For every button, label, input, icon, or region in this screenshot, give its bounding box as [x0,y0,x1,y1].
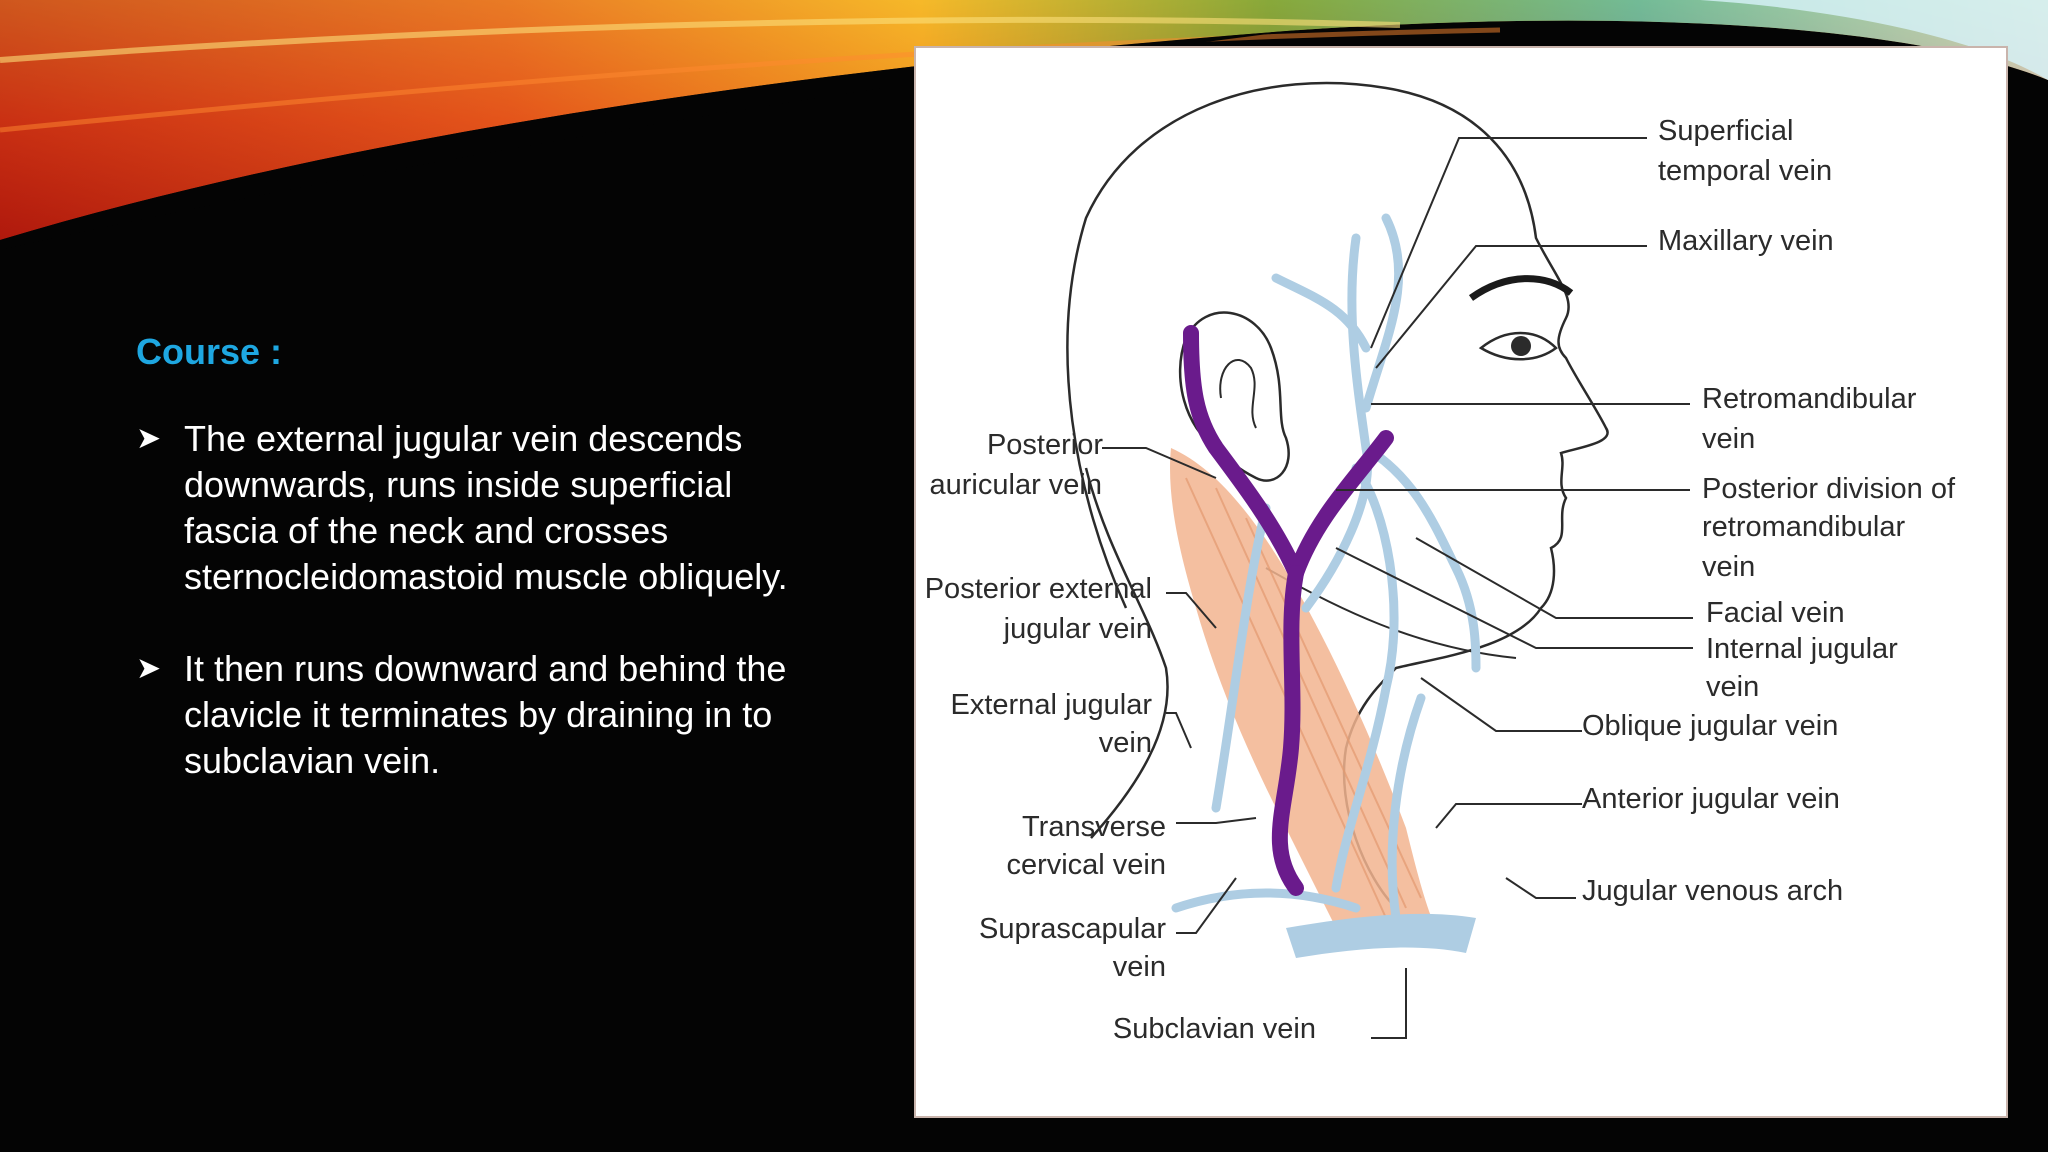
ear-outline [1178,311,1290,482]
label-posterior-division-line2: retromandibular [1702,511,1905,543]
label-suprascapular-line2: vein [1113,951,1166,983]
label-posterior-auricular-line2: auricular vein [930,469,1102,501]
section-heading: Course : [136,331,283,372]
label-leaders [1102,137,1693,1039]
label-retromandibular-line1: Retromandibular [1702,383,1917,415]
label-external-jugular-line2: vein [1099,727,1152,759]
label-retromandibular-line2: vein [1702,423,1755,455]
arrow-bullet-icon: ➤ [136,422,162,455]
label-maxillary-vein: Maxillary vein [1658,225,1834,257]
arrow-bullet-icon: ➤ [136,652,162,685]
label-jugular-venous-arch: Jugular venous arch [1582,875,1843,907]
label-internal-jugular-line2: vein [1706,671,1759,703]
neck-back-outline [1084,467,1169,839]
bullet-text: The external jugular vein descends downw… [184,418,788,597]
subclavian-vein [1286,913,1476,958]
anatomy-figure: Superficial temporal vein Maxillary vein… [914,46,2008,1118]
neck-veins-diagram: Superficial temporal vein Maxillary vein… [925,81,1956,1045]
label-external-jugular-line1: External jugular [951,689,1153,721]
head-outline [1066,81,1609,909]
eyebrow [1468,275,1574,301]
label-posterior-external-jugular-line1: Posterior external [925,573,1152,605]
text-panel: Course : ➤ The external jugular vein des… [136,330,876,830]
bullet-item: ➤ It then runs downward and behind the c… [136,646,876,784]
label-internal-jugular-line1: Internal jugular [1706,633,1898,665]
vein-network [1171,213,1481,923]
label-posterior-division-line1: Posterior division of [1702,473,1956,505]
label-posterior-auricular-line1: Posterior [987,429,1103,461]
label-posterior-external-jugular-line2: jugular vein [1003,613,1152,645]
decorative-banner [0,0,2048,250]
label-suprascapular-line1: Suprascapular [979,913,1166,945]
label-transverse-cervical-line2: cervical vein [1006,849,1166,881]
label-superficial-temporal-line2: temporal vein [1658,155,1832,187]
label-subclavian-vein: Subclavian vein [1113,1013,1316,1045]
label-oblique-jugular-vein: Oblique jugular vein [1582,710,1838,742]
label-superficial-temporal-line1: Superficial [1658,115,1793,147]
label-anterior-jugular-vein: Anterior jugular vein [1582,783,1840,815]
sternocleidomastoid-muscle [1170,448,1436,928]
eye [1478,331,1558,361]
bullet-item: ➤ The external jugular vein descends dow… [136,416,876,600]
bullet-text: It then runs downward and behind the cla… [184,648,787,781]
label-facial-vein: Facial vein [1706,597,1845,629]
label-posterior-division-line3: vein [1702,551,1755,583]
external-jugular-highlight [1183,325,1394,896]
label-transverse-cervical-line1: Transverse [1022,811,1166,843]
